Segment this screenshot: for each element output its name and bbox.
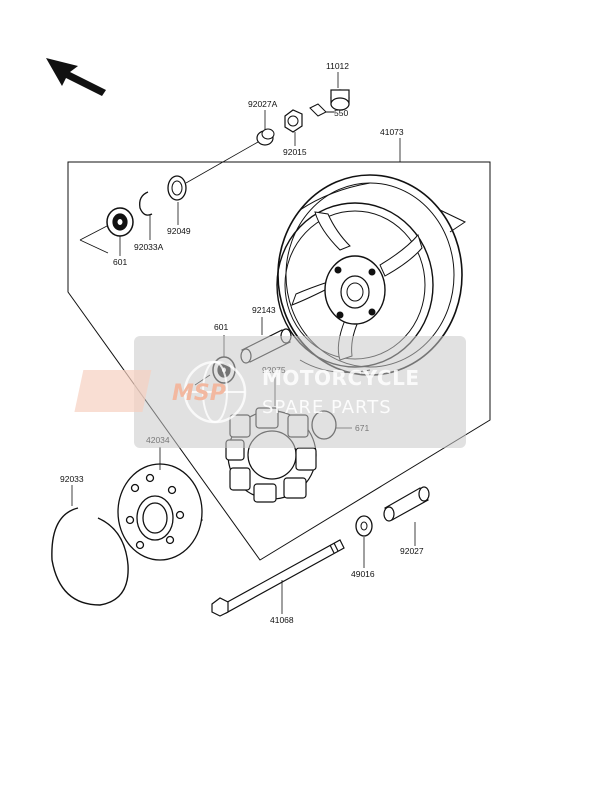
label-41068: 41068 bbox=[270, 615, 294, 625]
watermark: MSP MOTORCYCLE SPARE PARTS bbox=[74, 336, 466, 448]
watermark-logo: MSP bbox=[172, 381, 226, 406]
circlip-small bbox=[139, 191, 153, 216]
collar-small bbox=[256, 128, 275, 146]
label-92027: 92027 bbox=[400, 546, 424, 556]
bearing-upper bbox=[106, 207, 134, 237]
label-92033: 92033 bbox=[60, 474, 84, 484]
rear-axle bbox=[211, 539, 345, 617]
label-92015: 92015 bbox=[283, 147, 307, 157]
direction-arrow-icon bbox=[46, 58, 106, 96]
washer-49016 bbox=[355, 515, 373, 537]
label-92143: 92143 bbox=[252, 305, 276, 315]
label-92049: 92049 bbox=[167, 226, 191, 236]
sprocket-coupling bbox=[117, 463, 203, 561]
label-601-upper: 601 bbox=[113, 257, 127, 267]
washer-92049 bbox=[167, 175, 187, 201]
label-601-middle: 601 bbox=[214, 322, 228, 332]
collar-part bbox=[330, 89, 350, 111]
watermark-title: MOTORCYCLE bbox=[262, 366, 419, 390]
label-41073: 41073 bbox=[380, 127, 404, 137]
snap-ring bbox=[51, 507, 129, 606]
watermark-band bbox=[134, 336, 466, 448]
watermark-subtitle: SPARE PARTS bbox=[262, 397, 392, 418]
label-550: 550 bbox=[334, 108, 348, 118]
assembly-outline bbox=[67, 161, 491, 561]
label-92033A: 92033A bbox=[134, 242, 164, 252]
label-11012: 11012 bbox=[326, 61, 349, 71]
label-49016: 49016 bbox=[351, 569, 375, 579]
label-92027A: 92027A bbox=[248, 99, 278, 109]
axle-nut bbox=[284, 109, 303, 133]
cotter-pin bbox=[309, 103, 334, 117]
collar-92027 bbox=[383, 486, 430, 522]
